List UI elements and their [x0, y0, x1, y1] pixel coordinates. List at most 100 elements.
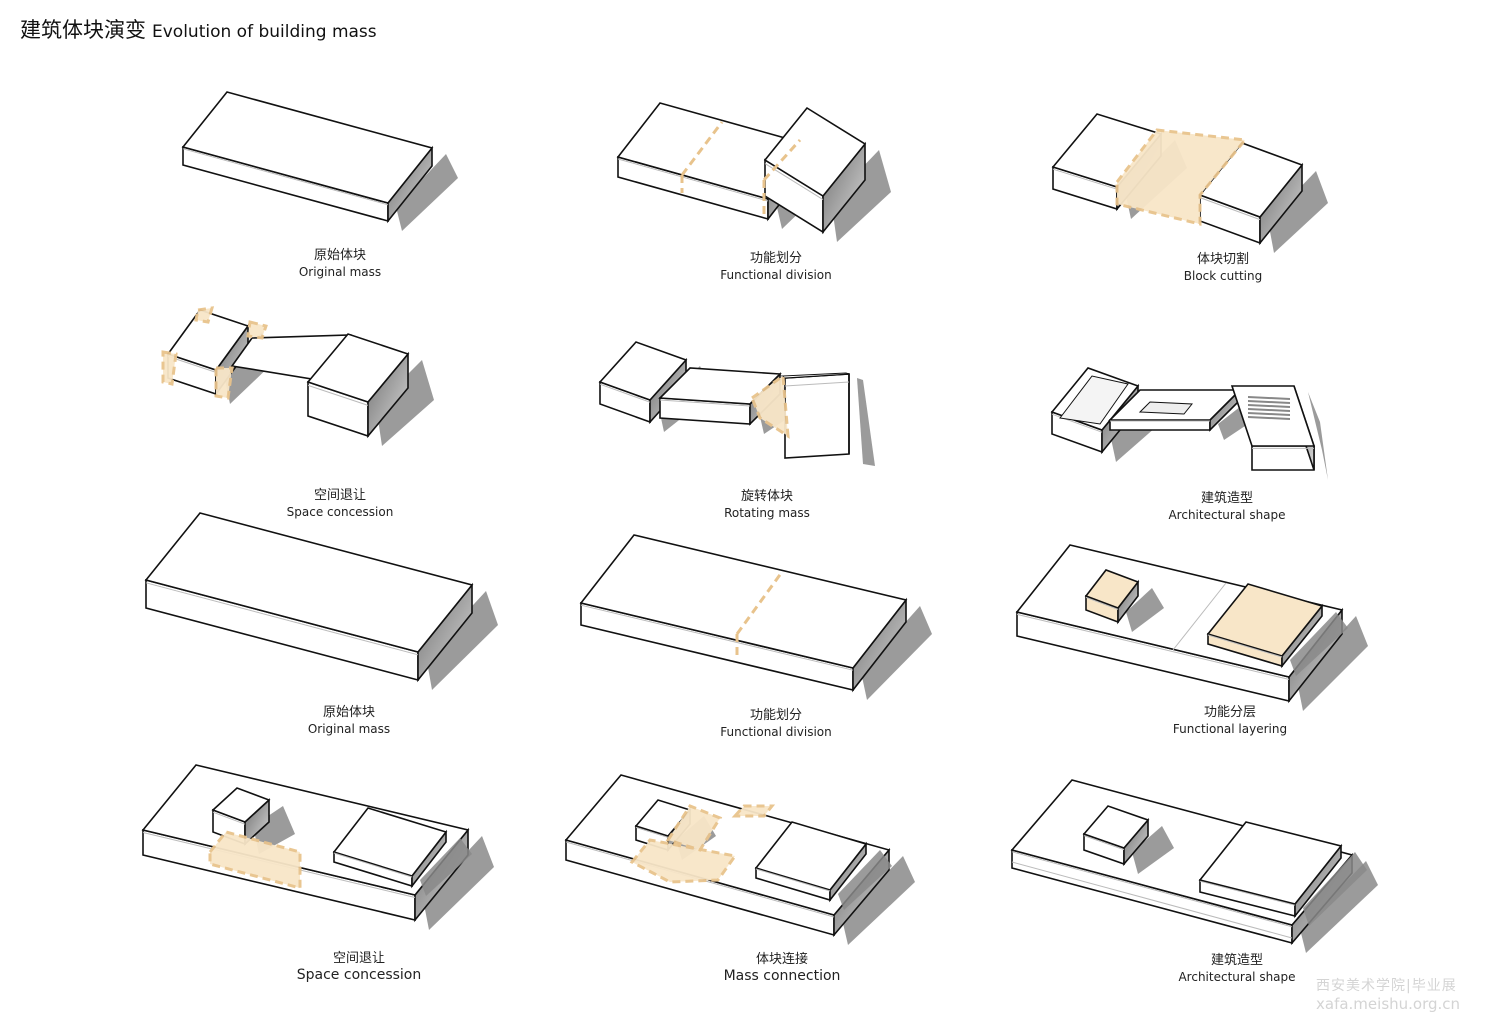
skylight	[1138, 401, 1194, 415]
small-box-11a-edge	[635, 826, 669, 838]
small-box-12a-shadow	[1132, 826, 1174, 874]
mass-2b-top-face	[763, 106, 867, 198]
mass-7-top-face	[144, 512, 474, 653]
small-box-12b-top-face	[1198, 821, 1343, 905]
layer-box-2-edge	[1207, 634, 1283, 658]
mass-3b-shadow	[1268, 171, 1328, 253]
mass-5b-top-face	[658, 367, 782, 405]
rotate-region	[750, 373, 790, 439]
mass-11-shadow	[842, 856, 915, 945]
caption-panel-7: 原始体块 Original mass	[308, 704, 390, 738]
caption-en: Space concession	[286, 505, 394, 519]
caption-panel-5: 旋转体块 Rotating mass	[724, 488, 810, 522]
small-box-10b-top-face	[332, 807, 448, 877]
caption-zh: 空间退让	[332, 951, 386, 966]
mass-9-shadow	[1297, 616, 1368, 711]
layer-box-2-shadow	[1290, 612, 1348, 676]
caption-zh: 空间退让	[313, 488, 367, 503]
mass-6c-top-face	[1230, 385, 1316, 447]
mass-5c-edge	[784, 381, 850, 387]
connection-region	[731, 804, 776, 818]
caption-en: Block cutting	[1183, 269, 1263, 283]
watermark-line2: xafa.meishu.org.cn	[1316, 995, 1461, 1013]
mass-7-shadow	[426, 591, 498, 690]
division-edge	[1172, 582, 1227, 651]
division-line	[762, 138, 802, 182]
caption-zh: 旋转体块	[740, 489, 794, 504]
roof-stripe	[1248, 400, 1290, 404]
small-box-12a-edge	[1083, 835, 1125, 851]
concession-region	[194, 306, 215, 324]
small-box-11b-top-face	[754, 821, 868, 891]
caption-en: Architectural shape	[1178, 970, 1296, 984]
mass-12-shadow	[1300, 861, 1378, 953]
mass-4b-edge	[307, 384, 369, 406]
caption-zh: 原始体块	[313, 248, 367, 263]
layer-box-2-top-face	[1206, 583, 1324, 657]
mass-5b-edge	[659, 399, 751, 407]
caption-panel-1: 原始体块 Original mass	[299, 247, 381, 281]
layer-box-1-shadow	[1126, 588, 1164, 632]
caption-panel-9: 功能分层 Functional layering	[1173, 704, 1287, 738]
mass-2a-edge	[617, 158, 769, 202]
page-title: 建筑体块演变 Evolution of building mass	[20, 14, 377, 44]
small-box-10b-shadow	[420, 838, 472, 896]
mass-8-top-face	[579, 534, 908, 669]
small-box-10a-shadow	[253, 806, 295, 854]
mass-5a-edge	[599, 383, 651, 403]
caption-en: Mass connection	[723, 968, 841, 984]
caption-zh: 功能分层	[1203, 705, 1256, 720]
mass-2b-shadow	[831, 150, 891, 242]
caption-zh: 建筑造型	[1200, 491, 1253, 506]
connection-region	[629, 838, 738, 884]
caption-en: Original mass	[298, 265, 382, 279]
mass-6c-front-face	[1251, 445, 1315, 471]
caption-zh: 体块连接	[755, 952, 808, 967]
caption-en: Original mass	[307, 722, 391, 736]
concession-region	[214, 366, 234, 400]
title-zh: 建筑体块演变	[20, 18, 146, 42]
layer-box-1-top-face	[1084, 569, 1140, 609]
concession-region	[161, 350, 178, 386]
caption-en: Functional layering	[1172, 722, 1288, 736]
caption-zh: 原始体块	[322, 705, 376, 720]
roof-stripe	[1248, 416, 1290, 420]
caption-en: Functional division	[720, 268, 832, 282]
small-box-12a-top-face	[1082, 805, 1150, 849]
roof-terrace	[1059, 375, 1129, 425]
small-box-10b-edge	[333, 852, 413, 878]
small-box-12b-shadow	[1303, 852, 1367, 926]
caption-zh: 建筑造型	[1210, 953, 1263, 968]
caption-panel-4: 空间退让 Space concession	[287, 487, 394, 521]
roof-stripe	[1248, 396, 1290, 400]
mass-1-top-face	[181, 91, 434, 204]
connection-region	[665, 804, 723, 852]
cut-region	[1115, 128, 1248, 226]
caption-en: Architectural shape	[1168, 508, 1286, 522]
mass-4b-shadow	[376, 360, 434, 446]
mass-9-edge	[1016, 613, 1290, 680]
small-box-12b-edge	[1199, 880, 1296, 906]
concession-region	[246, 320, 268, 340]
mass-5c-front-face	[784, 373, 850, 459]
mass-3b-edge	[1199, 197, 1261, 221]
caption-en: Rotating mass	[724, 506, 810, 520]
mass-3a-edge	[1052, 168, 1118, 190]
roof-stripe	[1248, 408, 1290, 412]
mass-4b-top-face	[306, 333, 410, 403]
caption-zh: 功能划分	[749, 708, 802, 723]
caption-zh: 功能划分	[749, 251, 802, 266]
small-box-11b-edge	[755, 868, 831, 892]
caption-en: Space concession	[296, 967, 422, 983]
watermark-line1: 西安美术学院|毕业展	[1316, 978, 1457, 994]
caption-panel-6: 建筑造型 Architectural shape	[1168, 490, 1285, 524]
caption-panel-12: 建筑造型 Architectural shape	[1178, 952, 1295, 986]
concession-region	[208, 830, 302, 890]
small-box-10a-top-face	[211, 787, 271, 823]
roof-stripe	[1248, 404, 1290, 408]
title-en: Evolution of building mass	[152, 22, 377, 42]
